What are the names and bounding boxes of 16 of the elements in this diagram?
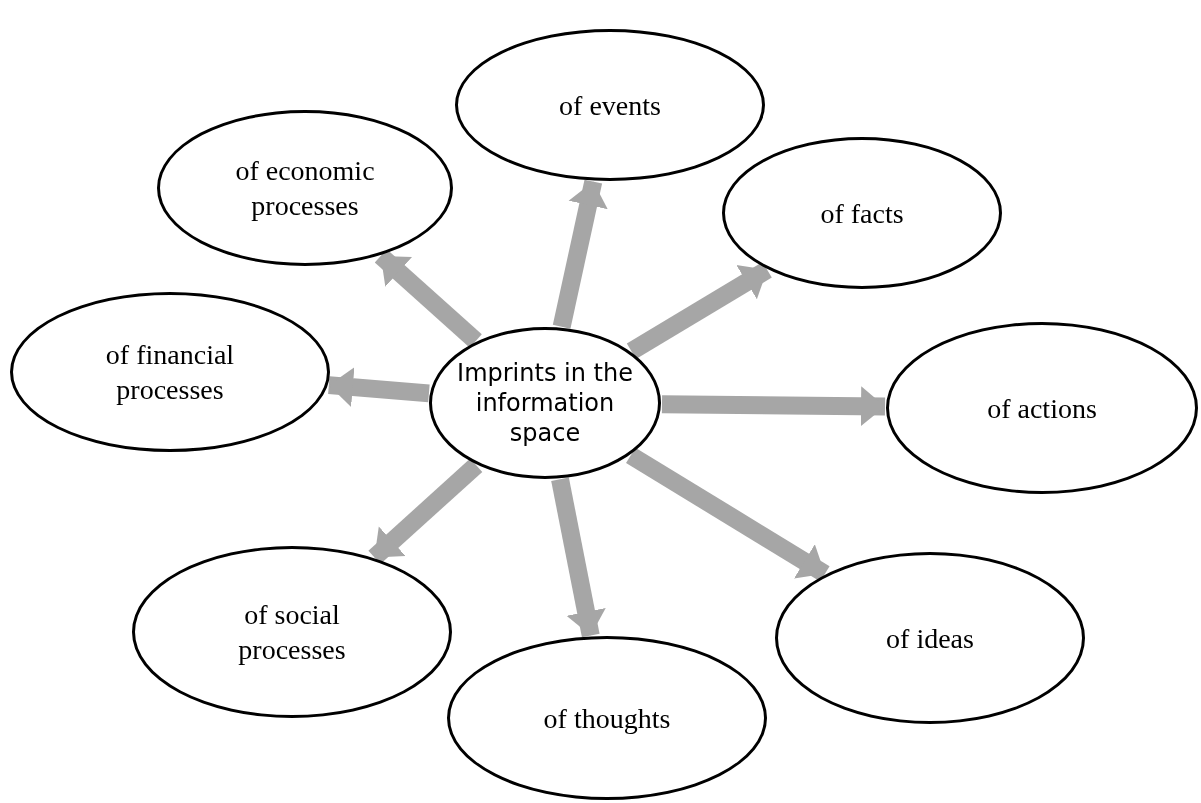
node-label: of financial processes bbox=[104, 338, 236, 407]
block-arrow bbox=[661, 386, 886, 427]
block-arrow bbox=[551, 477, 606, 638]
node-label: of social processes bbox=[237, 598, 347, 667]
block-arrow bbox=[374, 249, 482, 348]
node-label: of actions bbox=[987, 391, 1097, 426]
node-label: of events bbox=[559, 88, 661, 123]
node-label: of facts bbox=[820, 196, 904, 231]
node-label: of economic processes bbox=[234, 154, 376, 223]
node-label: of ideas bbox=[886, 621, 974, 656]
block-arrow bbox=[552, 179, 608, 329]
block-arrow bbox=[626, 262, 772, 359]
node-label: Imprints in the information space bbox=[456, 358, 634, 448]
block-arrow bbox=[328, 367, 430, 408]
node-label: of thoughts bbox=[543, 701, 671, 736]
block-arrow bbox=[626, 447, 830, 582]
